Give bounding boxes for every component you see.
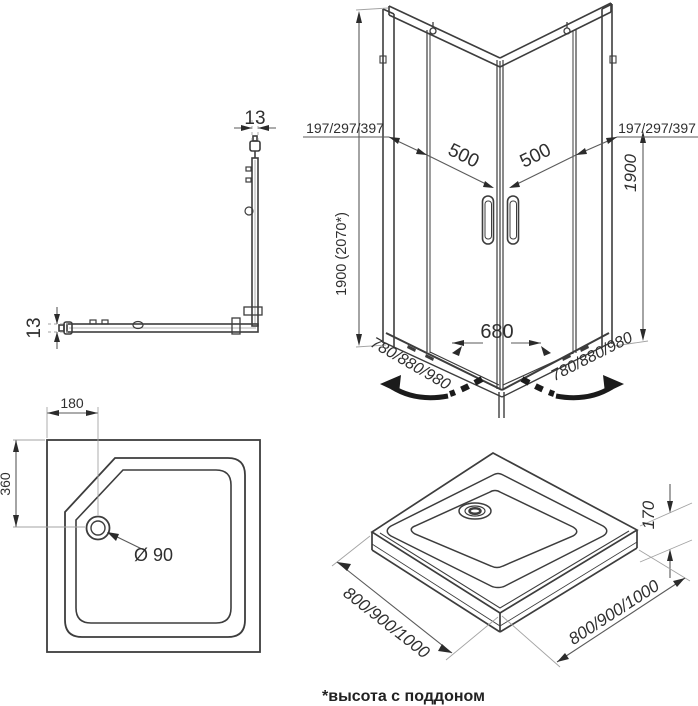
tray-iso-drain [458,502,492,520]
footnote: *высота с поддоном [322,688,485,705]
tray-dim-label-drain-offset-y: 360 [0,472,13,496]
profile-horizontal-clips [89,319,144,330]
profile-horizontal-bar [66,323,259,333]
profile-view [48,120,276,349]
enclosure-dim-label-entry-width: 680 [480,321,513,343]
profile-corner-brackets [231,306,263,335]
tray-iso-basin-rim [410,489,578,569]
enclosure-door-rollers [429,22,571,35]
profile-end-cap [58,321,73,335]
tray-dim-drain-offset-x [46,407,99,515]
tray-iso-dim-side-left [331,535,499,661]
tray-iso-dim-label-height: 170 [639,500,658,529]
enclosure-dim-label-door-width-left: 500 [445,140,483,173]
tray-outer-edge [46,439,261,653]
enclosure-dim-left-panel-width [303,136,494,188]
enclosure-dim-label-swing-width-left: 780/880/980 [367,334,453,393]
tray-iso-dim-label-side-right: 800/900/1000 [565,576,663,649]
tray-drain-leader [107,532,147,552]
tray-iso-top-face [370,452,639,614]
door-swing-arrow-right [520,375,624,401]
enclosure-dim-right-panel-width [509,136,698,188]
tray-iso-view [331,452,693,668]
tray-top-view [13,407,261,653]
tray-drain [85,515,111,541]
tray-middle-rim [64,457,246,638]
enclosure-top-rails [388,2,612,68]
tray-iso-dim-label-side-left: 800/900/1000 [340,583,434,662]
profile-vertical-bar [251,157,259,327]
enclosure-door-handles [481,195,520,245]
tray-iso-middle-rim [386,472,608,589]
enclosure-dim-label-height-with-tray: 1900 (2070*) [334,212,350,296]
tray-iso-dim-height [639,484,693,578]
tray-dim-label-drain-offset-x: 180 [60,395,84,411]
profile-top-fitting [249,135,261,158]
enclosure-dim-height-left [355,7,389,348]
enclosure-dim-entry-width [452,340,551,356]
enclosure-left-panel [379,8,431,353]
enclosure-dim-label-height: 1900 [621,154,640,192]
enclosure-dim-label-panel-width-left: 197/297/397 [306,120,384,136]
profile-dim-top-width [234,120,276,140]
door-swing-arrow-left [380,375,484,401]
enclosure-dim-label-panel-width-right: 197/297/397 [618,120,696,136]
profile-dim-label-top: 13 [244,108,265,129]
profile-dim-side-width [48,307,68,349]
enclosure-view [303,2,698,418]
enclosure-corner-post [496,60,505,418]
profile-dim-label-side: 13 [24,317,45,338]
tray-iso-dim-side-right [501,549,691,668]
tray-dim-label-drain-diameter: Ø 90 [134,545,173,565]
tray-iso-base [371,530,638,633]
enclosure-right-panel [572,3,617,354]
tray-inner-rim [75,469,232,624]
enclosure-dim-label-swing-width-right: 780/880/980 [548,329,635,385]
profile-vertical-clips [244,166,254,216]
tray-iso-lip [379,530,630,609]
enclosure-dim-label-door-width-right: 500 [517,140,555,173]
tray-dim-drain-offset-y [13,439,85,528]
